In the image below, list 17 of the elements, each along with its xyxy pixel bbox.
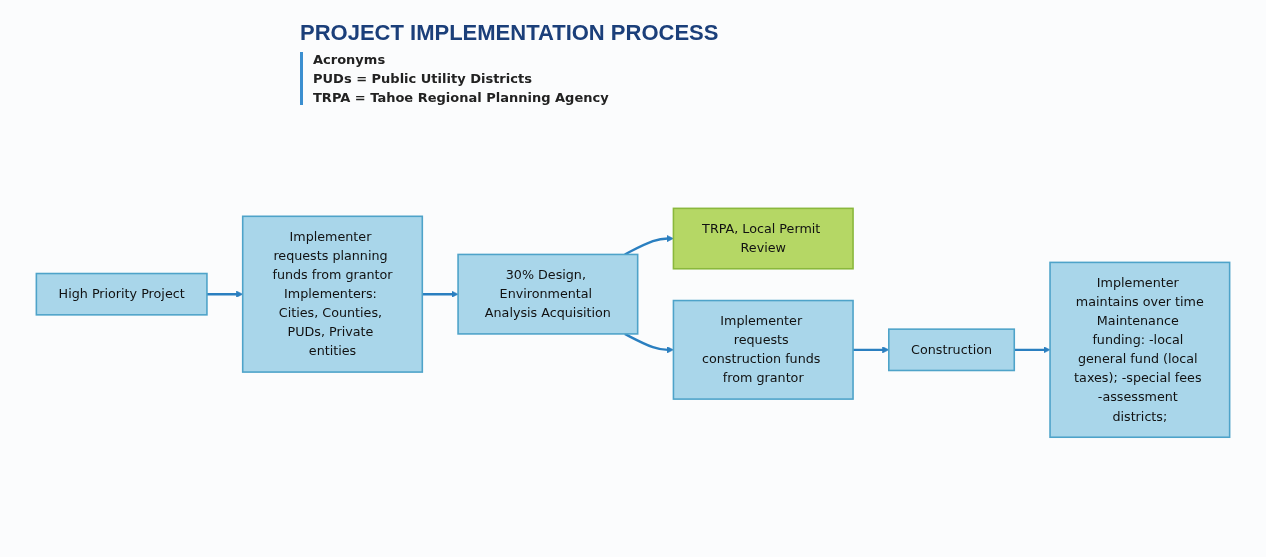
arrow	[206, 290, 243, 298]
node-box	[457, 253, 639, 335]
node-box	[672, 299, 854, 401]
acronym-note: Acronyms	[313, 52, 387, 67]
arrow	[1014, 346, 1051, 354]
flowchart: High Priority Project Implementer requests planning funds from grantor Implementers: Cities, Counties, PUDs, Private entities 30% Design, Environmental Analysis Acquisition TRPA, Local Permit Review Implementer requests construction funds from grantor Construction Implementer maintains over time Maintenance funding: -local general fund (local taxes); -special fees -assessment districts;	[30, 202, 1236, 444]
acronym-note: TRPA = Tahoe Regional Planning Agency	[313, 90, 610, 105]
arrow	[624, 235, 674, 256]
acronym-note: PUDs = Public Utility Districts	[313, 71, 533, 86]
node-box	[35, 272, 208, 316]
arrow	[624, 333, 674, 354]
node-box	[672, 207, 854, 270]
node-box	[241, 215, 424, 374]
node-box	[888, 328, 1016, 372]
arrow	[422, 290, 459, 298]
title: PROJECT IMPLEMENTATION PROCESS	[300, 20, 720, 46]
node-box	[1049, 261, 1231, 439]
